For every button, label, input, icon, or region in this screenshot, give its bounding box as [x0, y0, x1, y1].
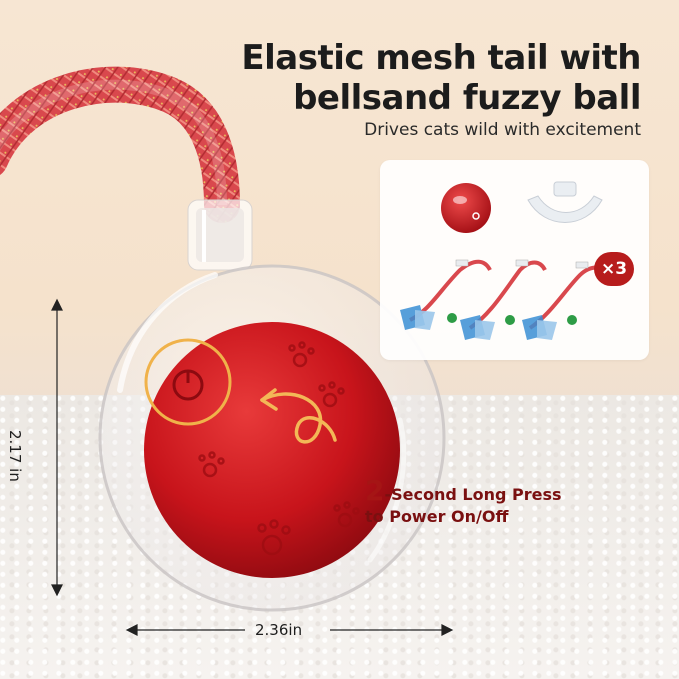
width-dimension-label: 2.36in	[255, 621, 303, 639]
headline-line-2: bellsand fuzzy ball	[293, 78, 641, 118]
quantity-badge: ×3	[594, 252, 634, 286]
height-dimension-arrow	[51, 298, 63, 597]
headline-line-1: Elastic mesh tail with	[241, 38, 641, 78]
callout-line-1: -Second Long Press	[384, 485, 562, 504]
replacement-tails	[400, 259, 627, 340]
mesh-tail	[0, 66, 240, 223]
clear-shell-piece	[527, 195, 603, 223]
height-dimension-label: 2.17 in	[6, 430, 24, 482]
width-dimension-arrow	[125, 624, 454, 636]
power-button-highlight	[144, 338, 232, 426]
power-instruction-callout: 2-Second Long Press to Power On/Off	[365, 477, 625, 528]
subtitle: Drives cats wild with excitement	[364, 120, 641, 140]
red-ball	[144, 322, 400, 578]
callout-line-2: to Power On/Off	[365, 507, 509, 526]
paw-prints	[198, 341, 360, 556]
mini-red-ball	[441, 183, 491, 233]
clear-connector	[187, 199, 253, 271]
package-contents-illustration	[400, 181, 627, 340]
curly-arrow-icon	[260, 392, 337, 444]
callout-number: 2	[365, 474, 385, 507]
